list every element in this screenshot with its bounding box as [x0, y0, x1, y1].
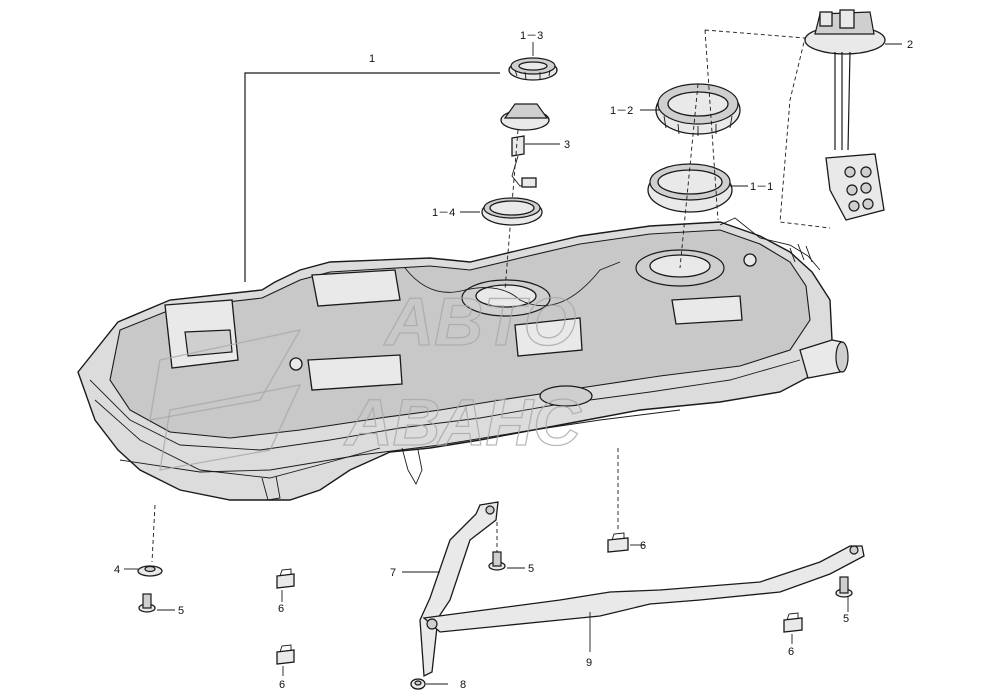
- callout-6-b: 6: [279, 679, 285, 691]
- part-2-fuel-pump: [804, 9, 886, 221]
- part-6-clip-d: [783, 612, 803, 633]
- part-5-bolt-b: [488, 551, 506, 571]
- part-3-sender: [500, 103, 550, 188]
- callout-1: 1: [369, 53, 375, 65]
- callout-1-2: 1－2: [610, 105, 633, 117]
- part-8-nut: [410, 678, 426, 690]
- part-6-clip-a: [276, 568, 295, 589]
- callout-2: 2: [907, 39, 913, 51]
- callout-5-b: 5: [528, 563, 534, 575]
- part-7-strap: [419, 501, 499, 678]
- callout-6-c: 6: [640, 540, 646, 552]
- part-6-clip-c: [607, 532, 629, 553]
- callout-1-3: 1－3: [520, 30, 543, 42]
- callout-1-4: 1－4: [432, 207, 455, 219]
- callout-6-d: 6: [788, 646, 794, 658]
- callout-4: 4: [114, 564, 120, 576]
- callout-8: 8: [460, 679, 466, 691]
- watermark-line1: ABTO: [383, 284, 576, 360]
- leader-1: [244, 72, 500, 282]
- part-5-bolt-c: [835, 576, 853, 598]
- watermark: ABTO АВАНС: [149, 283, 583, 471]
- part-1-4-seal: [481, 197, 543, 226]
- watermark-line2: АВАНС: [343, 385, 582, 459]
- part-4-nut: [137, 565, 163, 577]
- part-6-clip-b: [276, 644, 295, 665]
- callout-1-1: 1－1: [750, 181, 773, 193]
- part-1-3-lock-ring: [508, 57, 558, 81]
- callout-5-c: 5: [843, 613, 849, 625]
- part-1-1-seal: [647, 163, 733, 213]
- part-9-strap: [422, 545, 865, 633]
- part-5-bolt-a: [138, 593, 156, 613]
- callout-9: 9: [586, 657, 592, 669]
- fuel-tank: [77, 217, 849, 501]
- part-1-2-lock-ring: [655, 83, 741, 136]
- callout-7: 7: [390, 567, 396, 579]
- callout-6-a: 6: [278, 603, 284, 615]
- callouts: 1 1－3 2 1－2 3 1－1 1－4 4 5 5 5 6 6 6 6 7 …: [114, 30, 913, 691]
- callout-3: 3: [564, 139, 570, 151]
- callout-5-a: 5: [178, 605, 184, 617]
